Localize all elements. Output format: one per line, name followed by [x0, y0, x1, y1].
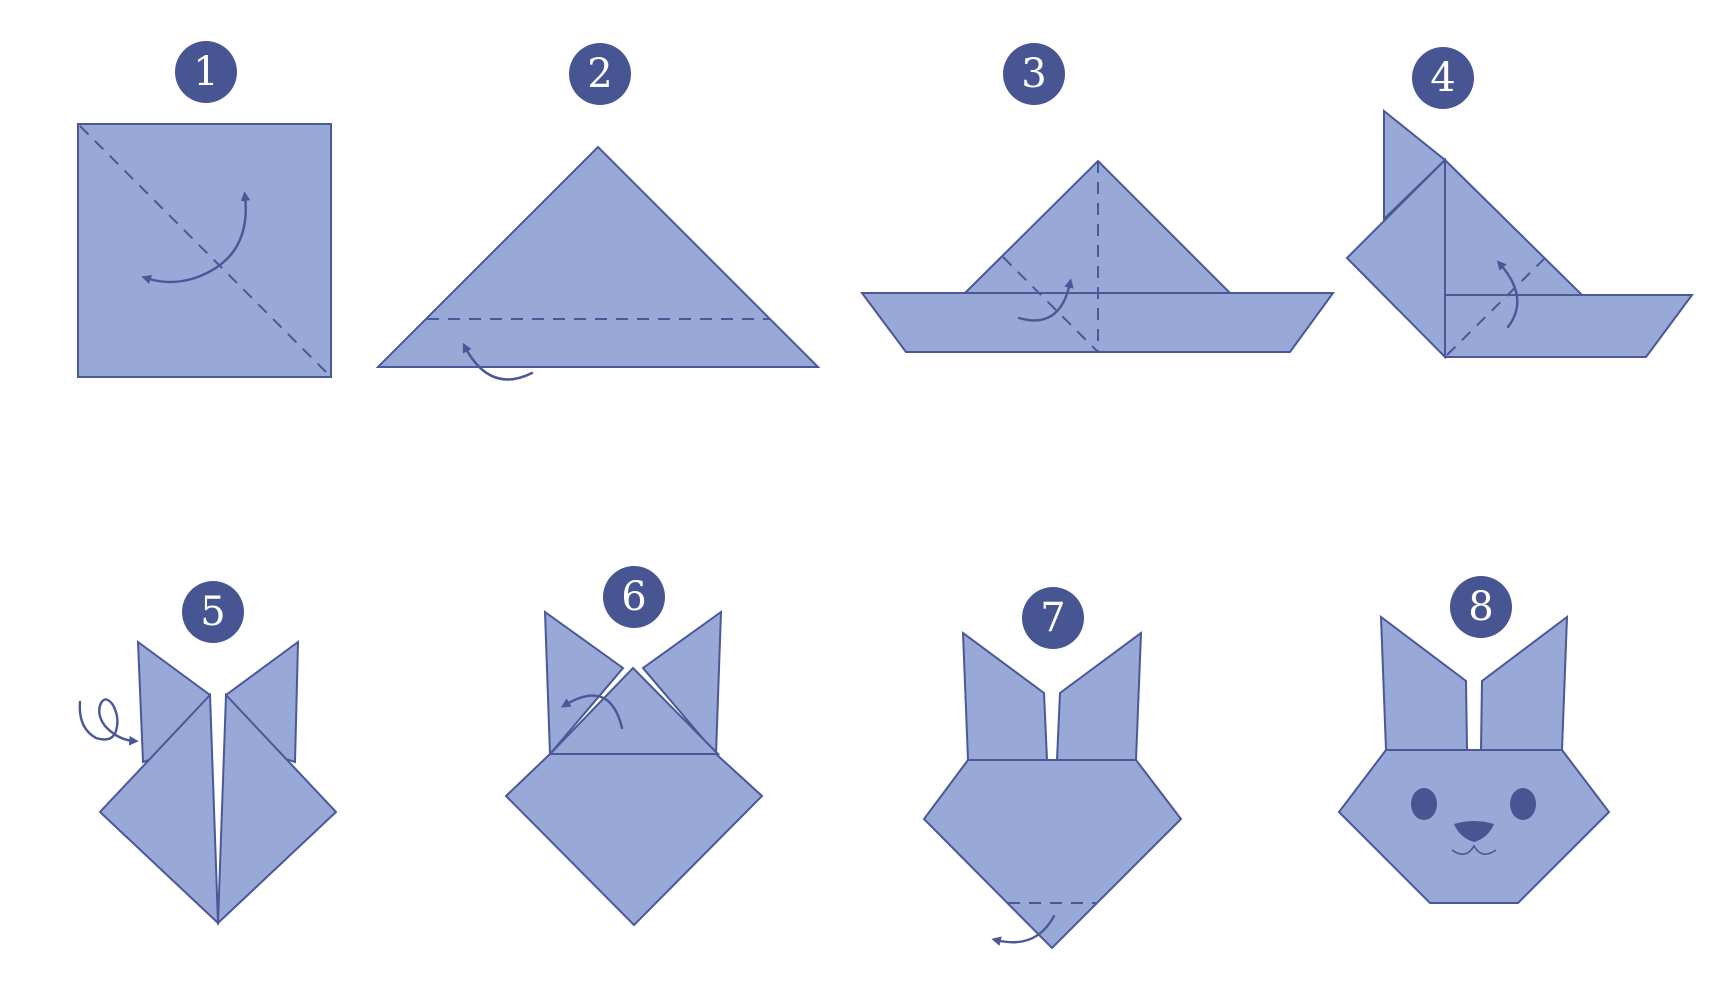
step-number: 7	[1040, 595, 1065, 641]
left-ear-paper	[543, 610, 625, 757]
nose-icon	[1454, 821, 1494, 842]
lower-body-paper	[504, 753, 764, 927]
step-badge: 4	[1412, 47, 1474, 109]
right-body-paper	[216, 692, 338, 926]
left-body-paper	[98, 692, 220, 926]
step-badge-circle	[1412, 47, 1474, 109]
step-number: 4	[1430, 55, 1455, 101]
step-badge-circle	[603, 566, 665, 628]
step-badge: 1	[175, 41, 237, 103]
step-badge: 6	[603, 566, 665, 628]
step-badge: 7	[1022, 587, 1084, 649]
right-eye-icon	[1510, 788, 1536, 820]
mouth-icon	[1451, 844, 1497, 855]
step-1: 1	[77, 41, 332, 378]
step-2: 2	[375, 43, 821, 381]
step-badge: 3	[1003, 43, 1065, 105]
turn-over-arrow-icon	[78, 698, 139, 746]
fold-arrow-icon	[1496, 260, 1519, 329]
step-8: 8	[1337, 576, 1611, 904]
right-triangle-paper	[1444, 157, 1585, 296]
step-number: 3	[1021, 51, 1046, 97]
step-badge: 8	[1450, 576, 1512, 638]
fold-arrow-icon	[991, 914, 1056, 946]
step-number: 8	[1468, 584, 1493, 630]
diagonal-fold-line	[1446, 257, 1546, 356]
step-7: 7	[922, 587, 1183, 950]
step-number: 5	[200, 589, 225, 635]
step-4: 4	[1345, 47, 1694, 360]
folded-strip-paper	[1444, 294, 1694, 358]
step-5: 5	[78, 581, 338, 926]
step-badge: 5	[182, 581, 244, 643]
triangle-paper	[375, 145, 821, 368]
fold-arrow-icon	[462, 342, 534, 381]
step-3: 3	[860, 43, 1335, 353]
right-ear-paper	[1055, 630, 1143, 761]
left-ear-paper	[961, 630, 1049, 761]
diagonal-fold-line	[1002, 256, 1099, 353]
step-badge-circle	[1450, 576, 1512, 638]
step-badge-circle	[182, 581, 244, 643]
center-triangle-paper	[547, 666, 721, 755]
right-ear-paper	[1479, 614, 1569, 751]
step-badge-circle	[175, 41, 237, 103]
folded-strip-paper	[860, 292, 1335, 353]
fold-arrow-icon	[141, 191, 251, 285]
step-number: 6	[621, 574, 646, 620]
left-eye-icon	[1411, 788, 1437, 820]
step-6: 6	[504, 566, 764, 927]
right-ear-paper	[641, 610, 723, 757]
fold-arrow-icon	[560, 694, 624, 730]
step-badge-circle	[569, 43, 631, 105]
step-badge-circle	[1003, 43, 1065, 105]
left-ear-paper	[1379, 614, 1469, 751]
head-body-paper	[922, 759, 1183, 950]
step-number: 2	[587, 51, 612, 97]
step-number: 1	[193, 49, 218, 95]
fold-arrow-icon	[1017, 278, 1074, 322]
step-badge-circle	[1022, 587, 1084, 649]
step-badge: 2	[569, 43, 631, 105]
